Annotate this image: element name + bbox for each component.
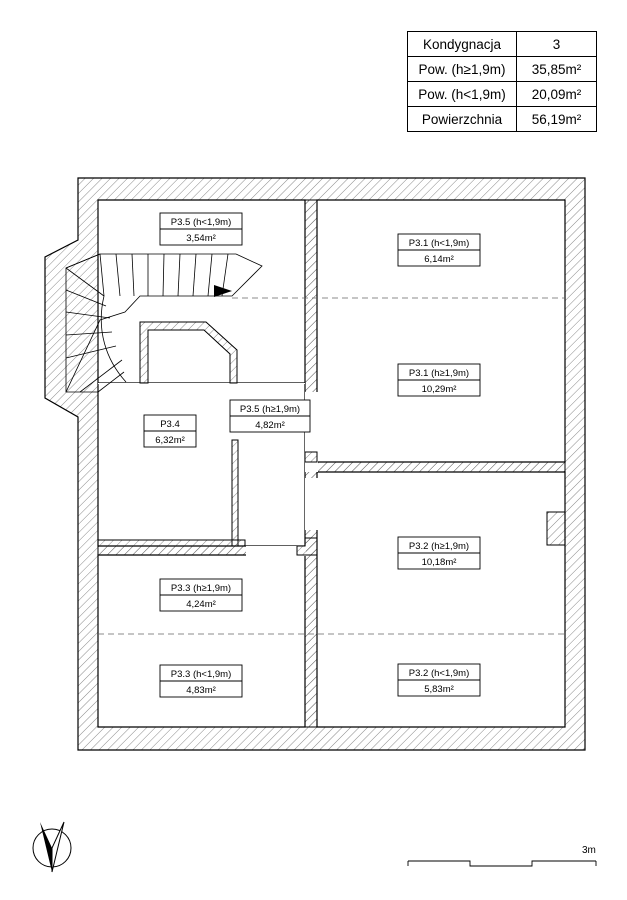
room-label-p3-1-high: P3.1 (h≥1,9m) 10,29m² xyxy=(397,363,481,397)
stair-core-wall xyxy=(139,321,238,384)
room-area: 5,83m² xyxy=(424,684,454,695)
door-opening xyxy=(246,546,306,556)
room-name: P3.3 (h<1,9m) xyxy=(171,669,231,680)
room-label-p3-2-high: P3.2 (h≥1,9m) 10,18m² xyxy=(397,536,481,570)
wall-stub xyxy=(546,511,566,546)
room-name: P3.2 (h<1,9m) xyxy=(409,668,469,679)
room-label-p3-1-low: P3.1 (h<1,9m) 6,14m² xyxy=(397,233,481,267)
room-label-p3-5-high: P3.5 (h≥1,9m) 4,82m² xyxy=(229,399,311,433)
wall-stub xyxy=(296,537,318,556)
stair-direction-arrow xyxy=(214,285,232,297)
scale-bar xyxy=(407,860,597,867)
room-label-p3-3-low: P3.3 (h<1,9m) 4,83m² xyxy=(159,664,243,698)
room-name: P3.4 xyxy=(160,419,180,430)
wall-stub xyxy=(97,539,246,547)
room-area: 10,18m² xyxy=(422,557,457,568)
room-label-p3-3-high: P3.3 (h≥1,9m) 4,24m² xyxy=(159,578,243,612)
room-name: P3.5 (h<1,9m) xyxy=(171,217,231,228)
summary-label: Kondygnacja xyxy=(407,31,517,57)
summary-label: Pow. (h<1,9m) xyxy=(407,81,517,107)
room-name: P3.3 (h≥1,9m) xyxy=(171,583,231,594)
scale-bar-label: 3m xyxy=(582,845,596,856)
room-name: P3.1 (h<1,9m) xyxy=(409,238,469,249)
room-label-p3-4: P3.4 6,32m² xyxy=(143,414,197,448)
summary-row: Kondygnacja 3 xyxy=(407,31,597,57)
wall-stub xyxy=(304,451,318,463)
wall-stub xyxy=(231,439,239,547)
room-area: 4,24m² xyxy=(186,599,216,610)
room-area: 4,83m² xyxy=(186,685,216,696)
room-area: 10,29m² xyxy=(422,384,457,395)
door-opening xyxy=(305,478,318,530)
room-name: P3.1 (h≥1,9m) xyxy=(409,368,469,379)
summary-value: 56,19m² xyxy=(516,106,597,132)
interior-wall xyxy=(316,461,566,473)
room-area: 4,82m² xyxy=(255,420,285,431)
room-area: 6,14m² xyxy=(424,254,454,265)
room-name: P3.5 (h≥1,9m) xyxy=(240,404,300,415)
summary-label: Powierzchnia xyxy=(407,106,517,132)
room-area: 6,32m² xyxy=(155,435,185,446)
summary-row: Powierzchnia 56,19m² xyxy=(407,106,597,132)
summary-table: Kondygnacja 3 Pow. (h≥1,9m) 35,85m² Pow.… xyxy=(407,31,597,132)
room-name: P3.2 (h≥1,9m) xyxy=(409,541,469,552)
room-label-p3-5-low: P3.5 (h<1,9m) 3,54m² xyxy=(159,212,243,246)
opening xyxy=(98,383,305,384)
room-label-p3-2-low: P3.2 (h<1,9m) 5,83m² xyxy=(397,663,481,697)
summary-row: Pow. (h<1,9m) 20,09m² xyxy=(407,81,597,107)
north-arrow-icon xyxy=(32,821,72,873)
room-area: 3,54m² xyxy=(186,233,216,244)
staircase xyxy=(65,253,263,393)
summary-value: 3 xyxy=(516,31,597,57)
